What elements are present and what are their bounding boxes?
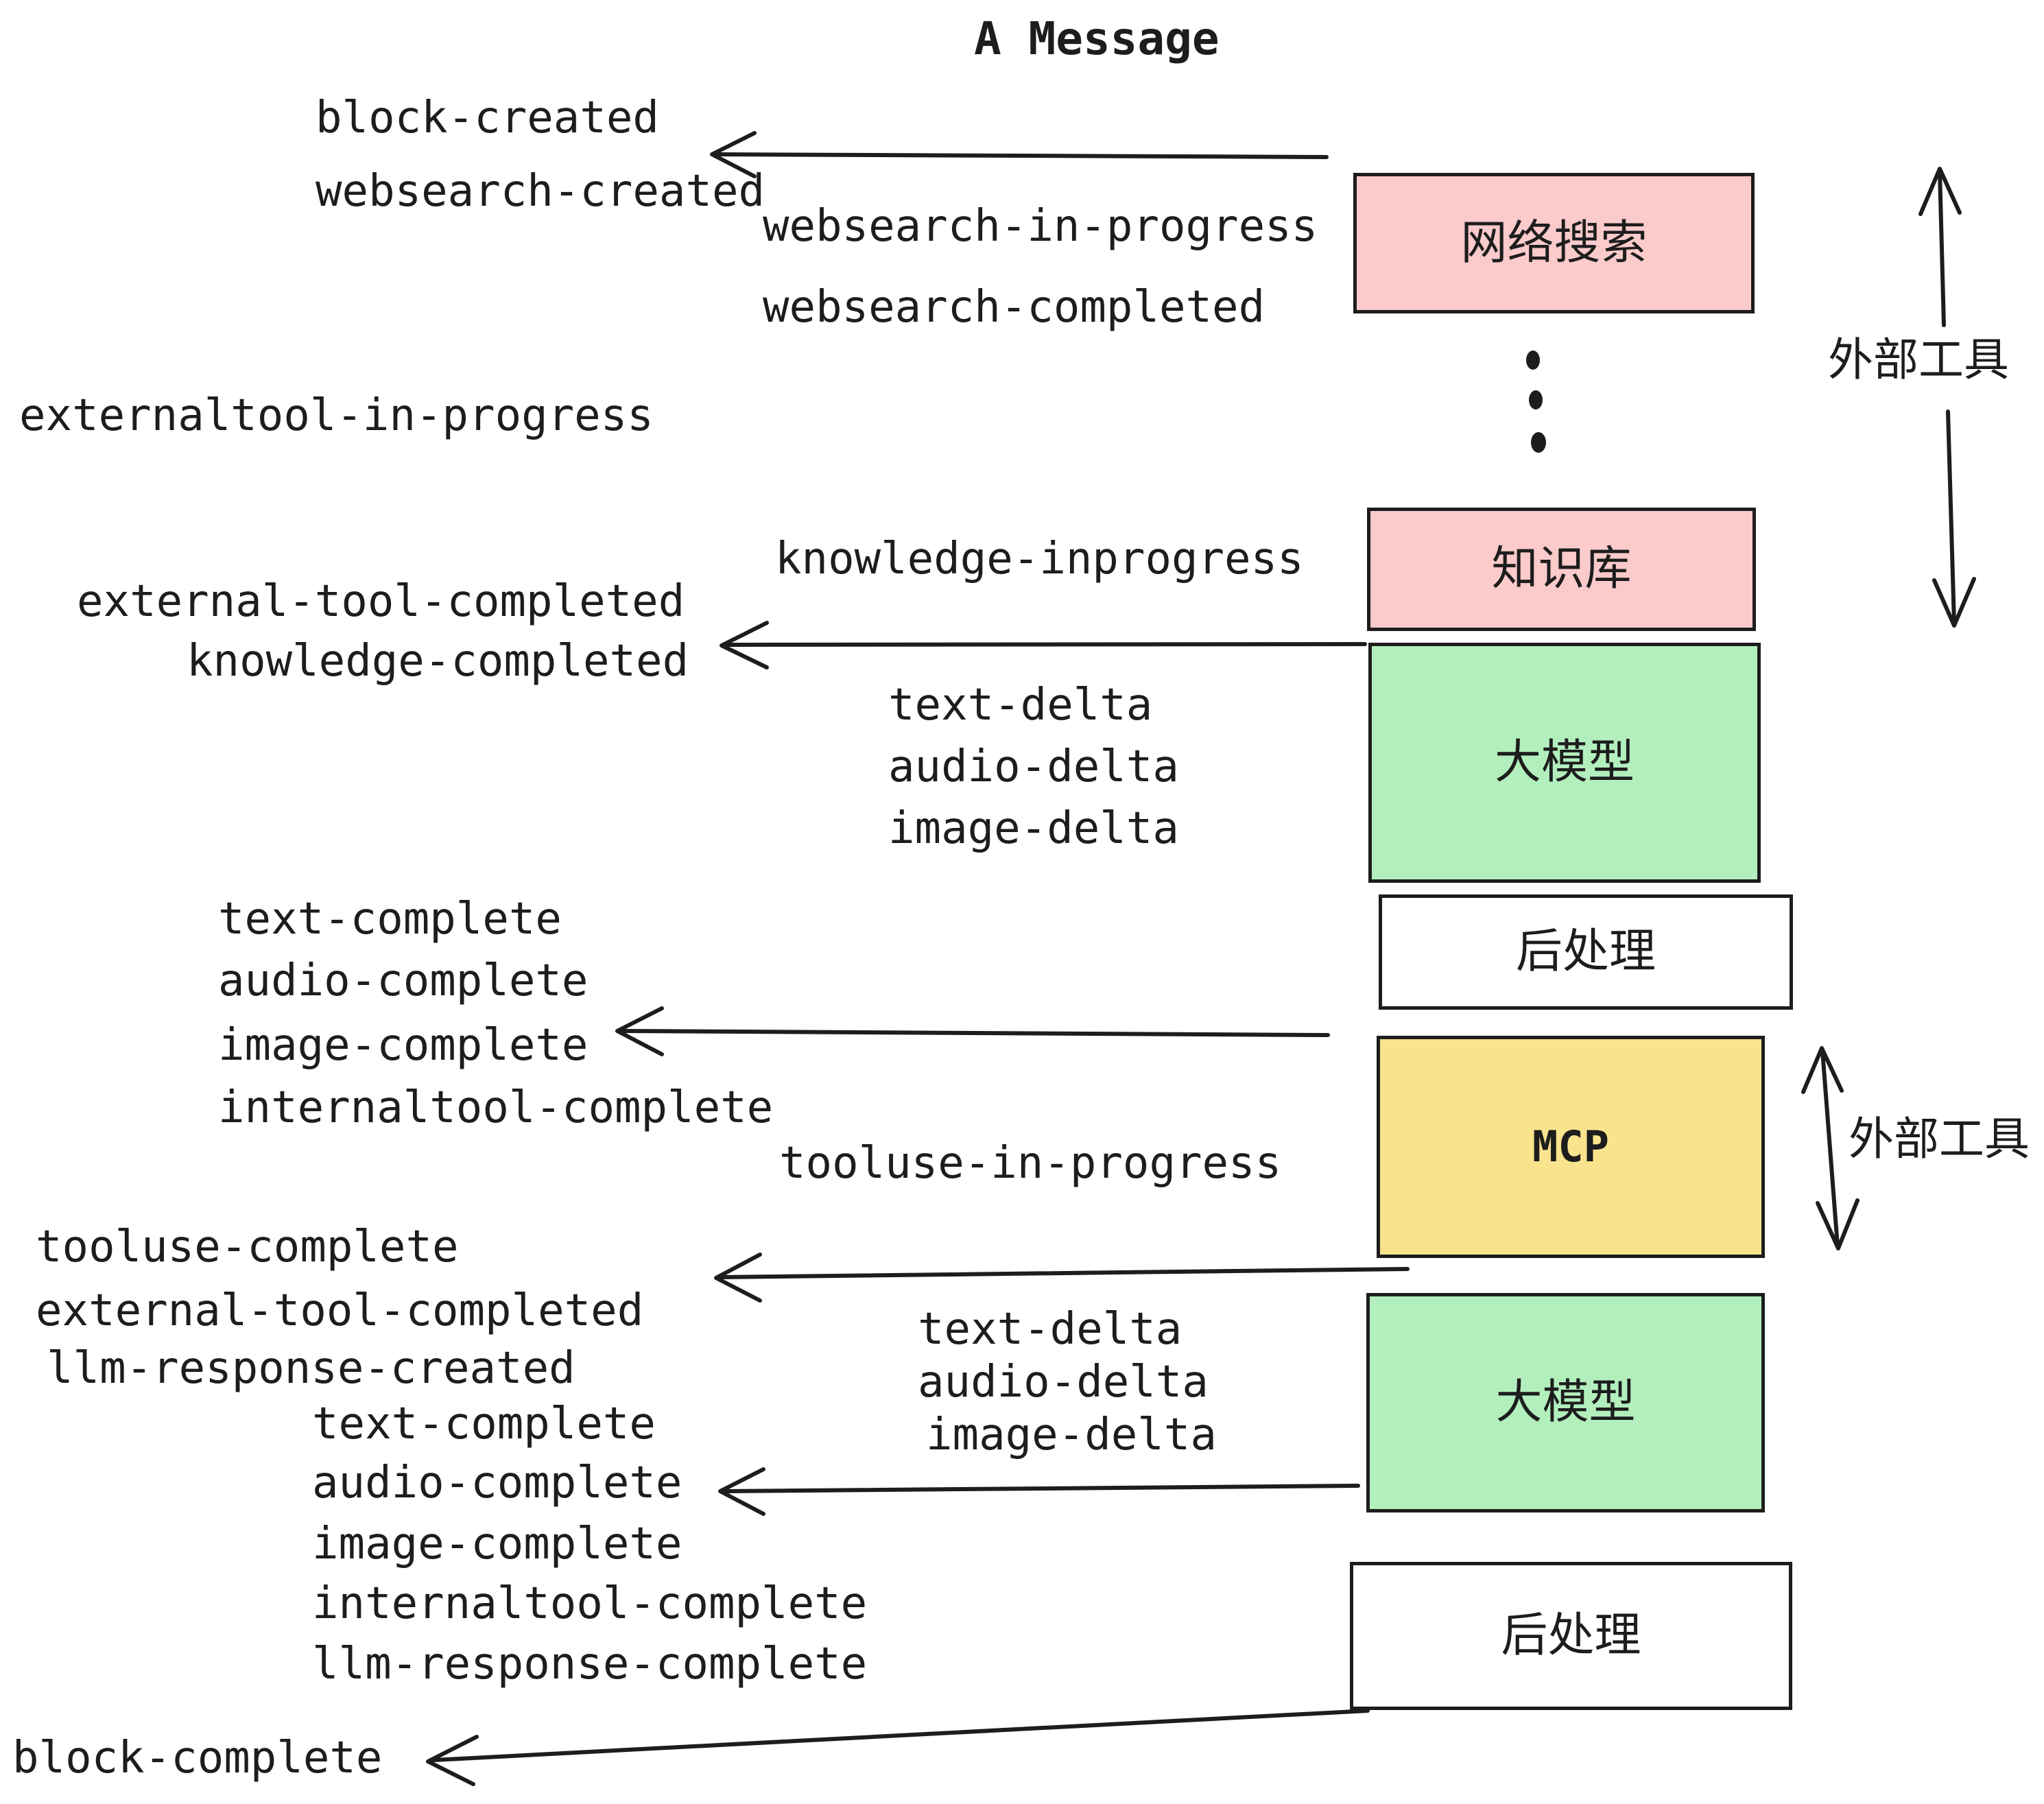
event-audio-complete-1: audio-complete [218,956,589,1006]
arrow-to-image-complete [615,1006,1330,1056]
box-websearch: 网络搜索 [1353,173,1755,313]
arrow-to-audio-complete [718,1467,1360,1516]
box-knowledge: 知识库 [1367,508,1756,631]
box-postprocess-bottom-label: 后处理 [1501,1609,1641,1663]
box-llm-bottom: 大模型 [1366,1293,1765,1512]
ellipsis-dots [1526,351,1546,453]
event-websearch-created: websearch-created [316,166,765,217]
event-block-complete: block-complete [12,1733,383,1783]
box-llm-top-label: 大模型 [1494,735,1635,790]
event-image-delta-1: image-delta [888,803,1179,854]
event-tooluse-complete: tooluse-complete [36,1222,459,1272]
box-postprocess-bottom: 后处理 [1350,1562,1792,1710]
arrow-to-block-complete [426,1709,1370,1786]
event-llm-response-created: llm-response-created [47,1343,575,1394]
event-websearch-completed: websearch-completed [763,282,1265,333]
box-knowledge-label: 知识库 [1491,542,1632,596]
event-websearch-in-progress: websearch-in-progress [763,201,1318,252]
box-llm-top: 大模型 [1368,643,1761,883]
arrow-to-knowledge-completed [720,621,1367,669]
event-tooluse-in-progress: tooluse-in-progress [779,1138,1282,1189]
box-postprocess-top: 后处理 [1379,894,1793,1010]
box-websearch-label: 网络搜索 [1460,215,1648,270]
event-internaltool-complete-2: internaltool-complete [312,1578,868,1629]
box-llm-bottom-label: 大模型 [1495,1375,1636,1429]
event-externaltool-in-progress: externaltool-in-progress [19,390,654,441]
event-image-delta-2: image-delta [926,1410,1217,1460]
event-external-tool-completed-1: external-tool-completed [77,576,685,627]
event-image-complete-2: image-complete [312,1519,682,1569]
event-text-delta-1: text-delta [888,680,1153,731]
event-audio-delta-1: audio-delta [888,741,1179,792]
page-title: A Message [974,12,1220,65]
event-image-complete-1: image-complete [218,1020,589,1071]
box-postprocess-top-label: 后处理 [1515,925,1656,979]
event-knowledge-completed: knowledge-completed [187,636,689,687]
event-internaltool-complete-1: internaltool-complete [218,1082,774,1133]
event-text-delta-2: text-delta [918,1304,1183,1355]
arrow-external-tool-span-top [1918,167,1976,628]
event-knowledge-inprogress: knowledge-inprogress [775,534,1304,584]
event-external-tool-completed-2: external-tool-completed [36,1285,644,1336]
event-text-complete-2: text-complete [312,1399,656,1449]
event-audio-complete-2: audio-complete [312,1458,682,1508]
arrow-to-tooluse-complete [714,1253,1410,1303]
event-text-complete-1: text-complete [218,894,562,945]
event-block-created: block-created [316,93,659,143]
event-llm-response-complete: llm-response-complete [312,1639,868,1689]
label-external-tool-top: 外部工具 [1828,333,2009,386]
label-external-tool-bottom: 外部工具 [1849,1113,2030,1165]
box-mcp-label: MCP [1532,1121,1609,1172]
box-mcp: MCP [1377,1036,1765,1258]
arrow-to-block-created [710,131,1329,178]
event-audio-delta-2: audio-delta [918,1357,1209,1408]
